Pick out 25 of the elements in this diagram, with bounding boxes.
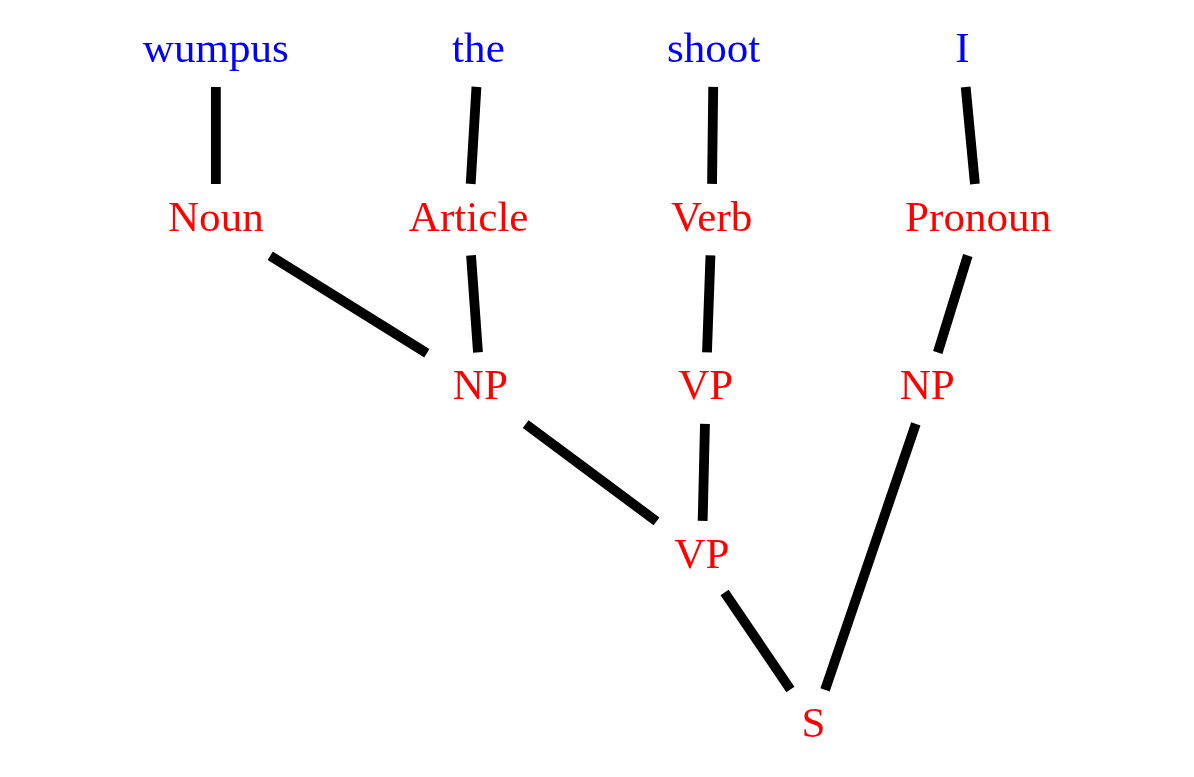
node-text: S	[801, 698, 826, 746]
node-text: NP	[899, 361, 955, 409]
connector	[210, 86, 221, 184]
node-text: NP	[452, 361, 508, 409]
node-text: wumpus	[142, 24, 289, 72]
connector	[465, 86, 481, 185]
connector	[522, 420, 659, 526]
connector	[706, 86, 718, 184]
node-text: the	[451, 24, 505, 72]
connector	[465, 255, 483, 353]
connector	[819, 422, 920, 692]
node-text: Article	[408, 192, 528, 240]
node-text: Noun	[167, 192, 264, 240]
connector	[960, 86, 980, 185]
node-text: Verb	[670, 192, 752, 240]
node-text: I	[954, 24, 970, 72]
node-text: VP	[677, 361, 733, 409]
node-text: VP	[673, 530, 729, 577]
connector	[720, 589, 794, 693]
node-text: shoot	[666, 24, 760, 72]
connector	[701, 255, 715, 353]
connector	[932, 254, 972, 354]
node-text: Pronoun	[904, 192, 1051, 240]
connector	[697, 423, 710, 522]
connector	[267, 251, 429, 358]
